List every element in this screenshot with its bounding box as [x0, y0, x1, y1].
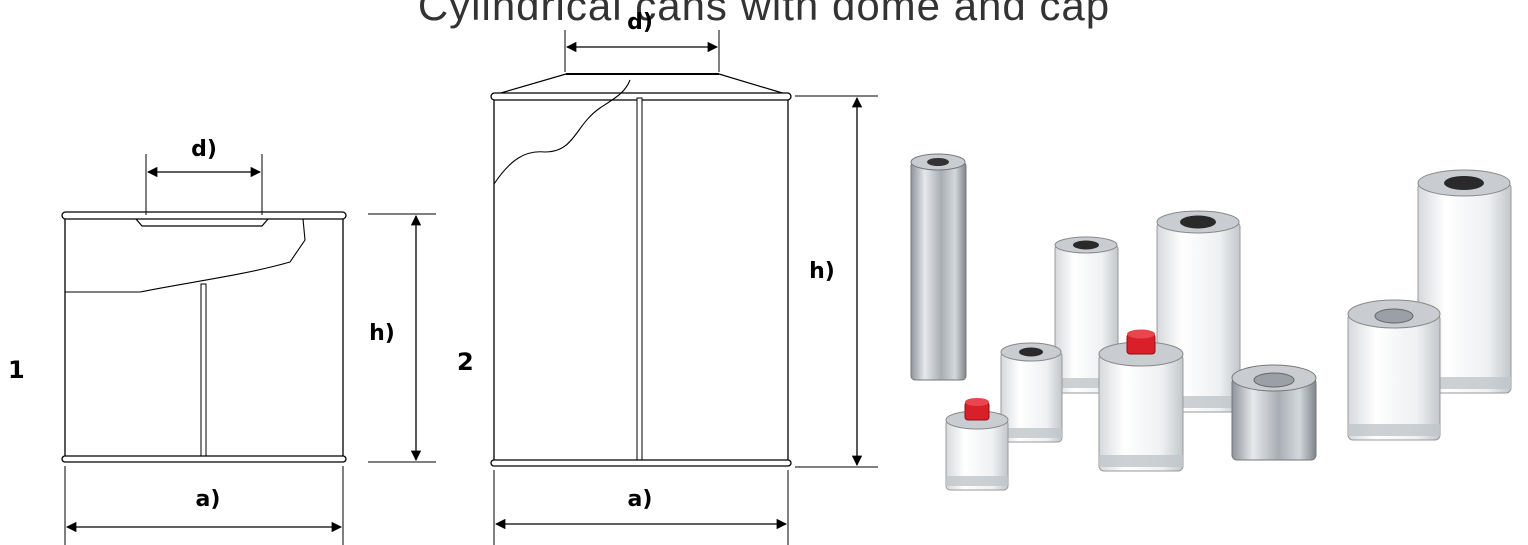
- diagram-1-seam: [200, 283, 207, 457]
- diagram-1-number: 1: [8, 356, 25, 384]
- diagram-1-bottom-rim: [61, 455, 347, 463]
- diagram-1-h-label: h): [369, 321, 395, 346]
- diagram-2-dome: [493, 73, 790, 96]
- diagram-1-a-label: a): [196, 487, 221, 512]
- diagram-1-d-label: d): [191, 137, 217, 162]
- can-tall-white-large: [1417, 169, 1512, 394]
- page-title: Cylindrical cans with dome and cap: [417, 0, 1111, 29]
- can-medium-red-cap: [1098, 329, 1184, 472]
- diagram-1-opening: [135, 218, 269, 227]
- diagram-2-a-label: a): [628, 487, 653, 512]
- diagram-1-cutaway: [65, 218, 306, 293]
- diagram-2-seam: [636, 97, 643, 461]
- diagram-1: 1 d) h) a): [8, 137, 436, 545]
- diagram-2-number: 2: [457, 348, 474, 376]
- can-medium-white: [1000, 342, 1063, 443]
- product-photo: [910, 153, 1512, 491]
- diagram-2-d-label: d): [627, 10, 653, 35]
- diagram-2-bottom-rim: [490, 459, 792, 467]
- can-short-tin: [1231, 364, 1317, 461]
- can-medium-white-wide: [1347, 299, 1441, 441]
- can-small-red-cap: [945, 398, 1009, 491]
- diagram-2-cutaway: [493, 79, 631, 185]
- diagram-1-top-rim: [61, 211, 347, 220]
- diagram-2: 2 d) h) a): [457, 10, 878, 545]
- can-tall-thin-tin: [910, 153, 967, 381]
- diagram-2-h-label: h): [809, 259, 835, 284]
